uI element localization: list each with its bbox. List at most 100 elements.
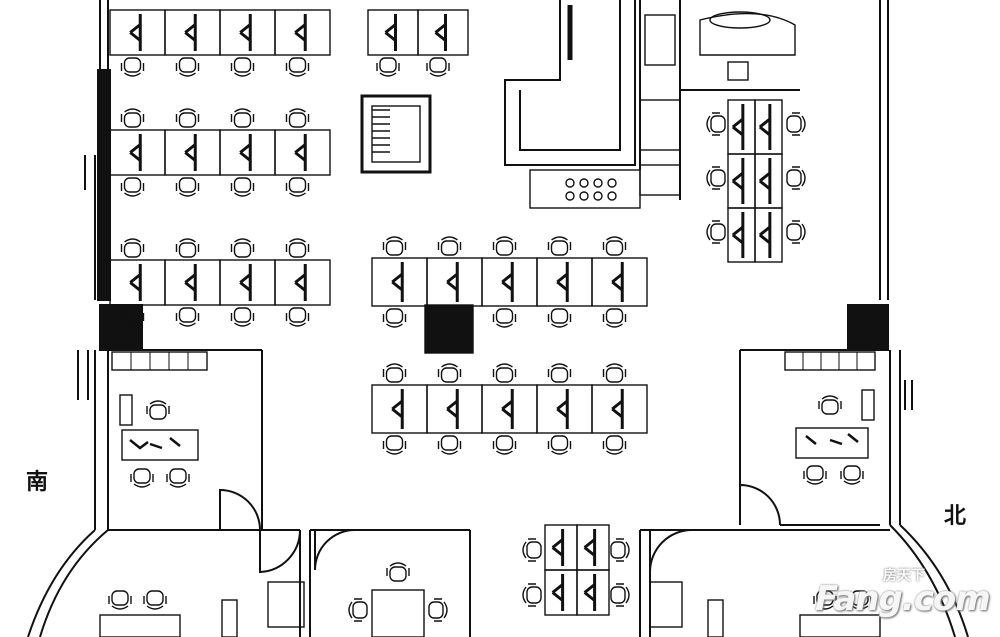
- chair-icon: [602, 236, 627, 256]
- sink-fixture: [593, 178, 603, 188]
- side-cabinet: [119, 394, 133, 426]
- reception-counter-inner: [519, 0, 621, 151]
- wall-curve: [899, 524, 969, 637]
- side-cabinet: [861, 389, 875, 421]
- chair-icon: [547, 363, 572, 383]
- workstation-desk: [576, 569, 610, 616]
- chair-icon: [813, 590, 837, 610]
- chair-icon: [285, 238, 310, 258]
- office-desk: [121, 429, 199, 461]
- stair-shaft: [360, 94, 432, 174]
- chair-icon: [602, 435, 627, 455]
- chair-icon: [610, 583, 630, 607]
- chair-icon: [146, 400, 170, 420]
- chair-icon: [706, 220, 726, 244]
- chair-icon: [130, 468, 154, 488]
- wall-curve: [889, 524, 956, 637]
- workstation-desk: [164, 259, 221, 306]
- chair-icon: [426, 57, 450, 77]
- door-swing: [314, 529, 356, 571]
- chair-icon: [547, 236, 572, 256]
- chair-icon: [492, 236, 517, 256]
- workstation-desk: [591, 257, 648, 307]
- workstation-desk: [544, 524, 578, 571]
- workstation-desk: [274, 129, 331, 176]
- stair-inner: [371, 105, 421, 163]
- workstation-desk: [544, 569, 578, 616]
- workstation-desk: [219, 9, 276, 56]
- door-swing: [259, 529, 302, 574]
- chair-icon: [230, 108, 255, 128]
- walls: [27, 0, 969, 637]
- workstation-desk: [164, 9, 221, 56]
- chair-icon: [382, 363, 407, 383]
- chair-icon: [610, 538, 630, 562]
- chair-icon: [602, 308, 627, 328]
- chair-icon: [230, 177, 255, 197]
- compass-south-label: 南: [26, 470, 49, 495]
- sink-fixture: [565, 178, 575, 188]
- chair-icon: [492, 308, 517, 328]
- workstation-desk: [426, 257, 483, 307]
- chair-icon: [522, 538, 542, 562]
- chair-icon: [120, 177, 145, 197]
- workstation-desk: [727, 153, 756, 209]
- shelf-unit: [784, 351, 876, 371]
- workstation-desk: [109, 129, 166, 176]
- chair-icon: [143, 590, 167, 610]
- chair-icon: [547, 435, 572, 455]
- chair-icon: [348, 598, 368, 622]
- chair-icon: [602, 363, 627, 383]
- sofa: [699, 12, 796, 56]
- shelf-unit: [111, 351, 208, 371]
- workstation-desk: [367, 9, 419, 56]
- chair-icon: [175, 177, 200, 197]
- pantry-counter: [529, 169, 641, 209]
- shelf-unit: [267, 581, 305, 628]
- workstation-desk: [371, 384, 428, 434]
- office-desk: [99, 614, 181, 637]
- sink-fixture: [579, 178, 589, 188]
- column-block: [424, 304, 474, 354]
- chair-icon: [120, 307, 145, 327]
- cabinet: [644, 14, 676, 66]
- watermark-brand-cn: 房天下: [883, 568, 925, 584]
- meeting-table: [371, 589, 425, 637]
- chair-icon: [818, 395, 842, 415]
- workstation-desk: [536, 384, 593, 434]
- sink-fixture: [565, 191, 575, 201]
- chair-icon: [803, 465, 827, 485]
- chair-icon: [285, 307, 310, 327]
- fang-watermark-logo: 房天下 Fang.com: [797, 565, 991, 623]
- door-swing: [649, 529, 693, 573]
- wall-column: [97, 69, 111, 301]
- chair-icon: [175, 57, 200, 77]
- chair-icon: [230, 238, 255, 258]
- workstation-desk: [371, 257, 428, 307]
- shelf-unit: [649, 581, 683, 628]
- wall-column: [847, 304, 889, 351]
- chair-icon: [382, 308, 407, 328]
- chair-icon: [547, 308, 572, 328]
- workstation-desk: [591, 384, 648, 434]
- desk-items: [805, 433, 859, 446]
- chair-icon: [437, 236, 462, 256]
- chair-icon: [108, 590, 132, 610]
- chair-icon: [175, 108, 200, 128]
- wall-curve: [27, 529, 96, 637]
- chair-icon: [786, 112, 806, 136]
- office-desk: [795, 427, 869, 459]
- workstation-desk: [164, 129, 221, 176]
- chair-icon: [786, 166, 806, 190]
- chair-icon: [230, 57, 255, 77]
- cabinet: [639, 99, 681, 151]
- chair-icon: [840, 465, 864, 485]
- workstation-desk: [109, 9, 166, 56]
- sink-fixture: [607, 178, 617, 188]
- chair-icon: [428, 598, 448, 622]
- chair-icon: [230, 307, 255, 327]
- chair-icon: [386, 562, 410, 582]
- chair-icon: [706, 166, 726, 190]
- side-table: [727, 61, 749, 81]
